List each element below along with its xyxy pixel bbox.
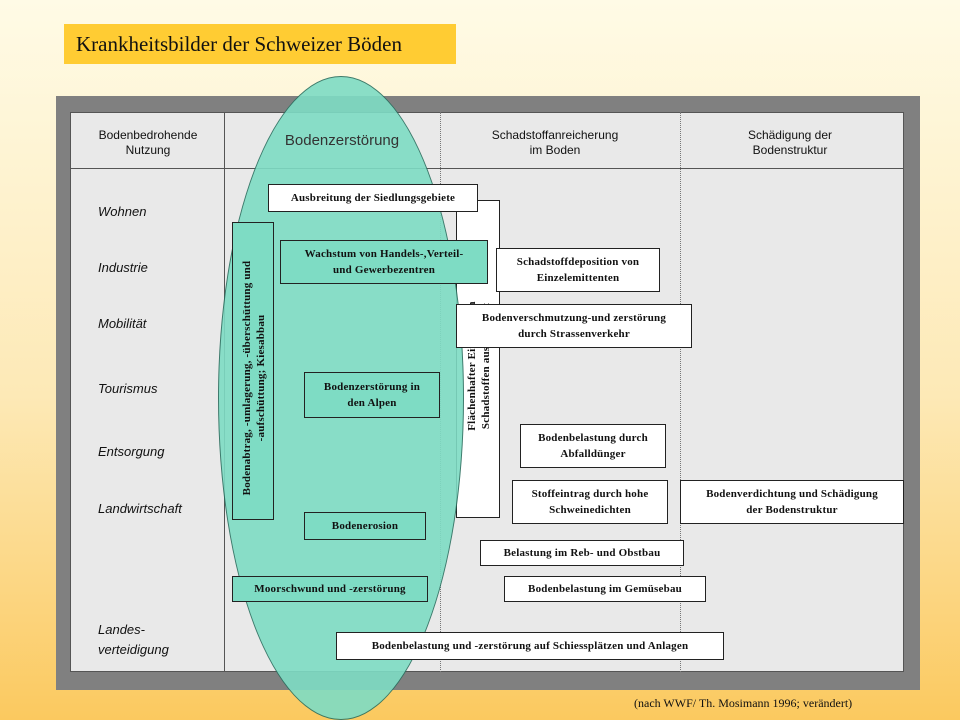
box-abfallduenger: Bodenbelastung durch Abfalldünger bbox=[520, 424, 666, 468]
box-line: Einzelemittenten bbox=[536, 272, 620, 284]
box-line: Bodenbelastung und -zerstörung auf Schie… bbox=[371, 640, 689, 652]
header-line: Bodenbedrohende bbox=[98, 128, 198, 142]
box-line: Bodenzerstörung in bbox=[323, 381, 421, 393]
box-line: Stoffeintrag durch hohe bbox=[531, 488, 649, 500]
header-line: Schadstoffanreicherung bbox=[491, 128, 619, 142]
box-line: Schadstoffdeposition von bbox=[516, 256, 640, 268]
box-line: -aufschüttung; Kiesabbau bbox=[255, 314, 267, 442]
box-moorschwund: Moorschwund und -zerstörung bbox=[232, 576, 428, 602]
box-line: Schweinedichten bbox=[549, 504, 631, 516]
row-label-line: verteidigung bbox=[98, 642, 169, 657]
box-bodenverdichtung: Bodenverdichtung und Schädigung der Bode… bbox=[680, 480, 904, 524]
page-title: Krankheitsbilder der Schweizer Böden bbox=[64, 24, 456, 64]
box-strassenverkehr: Bodenverschmutzung-und zerstörung durch … bbox=[456, 304, 692, 348]
row-label-entsorgung: Entsorgung bbox=[98, 444, 165, 459]
header-divider bbox=[70, 168, 904, 169]
column-divider-3 bbox=[680, 112, 681, 672]
box-handelszentren: Wachstum von Handels-,Verteil- und Gewer… bbox=[280, 240, 488, 284]
box-line: Wachstum von Handels-,Verteil- bbox=[304, 248, 464, 260]
box-line: Bodenbelastung durch bbox=[538, 432, 648, 444]
row-label-landesverteidigung: Landes- verteidigung bbox=[98, 620, 169, 660]
row-label-landwirtschaft: Landwirtschaft bbox=[98, 501, 182, 516]
header-line: Nutzung bbox=[125, 143, 171, 157]
source-credit: (nach WWF/ Th. Mosimann 1996; verändert) bbox=[634, 696, 853, 710]
box-bodenabtrag: Bodenabtrag, -umlagerung, -überschüttung… bbox=[232, 222, 274, 520]
box-line: durch Strassenverkehr bbox=[518, 328, 630, 340]
box-line: Ausbreitung der Siedlungsgebiete bbox=[290, 192, 456, 204]
box-bodenabtrag-text: Bodenabtrag, -umlagerung, -überschüttung… bbox=[240, 233, 268, 523]
box-line: Bodenerosion bbox=[331, 520, 399, 532]
box-line: der Bodenstruktur bbox=[746, 504, 838, 516]
box-bodenerosion: Bodenerosion bbox=[304, 512, 426, 540]
row-label-tourismus: Tourismus bbox=[98, 381, 158, 396]
header-bodenzerstoerung: Bodenzerstörung bbox=[284, 132, 400, 149]
box-rebbau: Belastung im Reb- und Obstbau bbox=[480, 540, 684, 566]
box-line: den Alpen bbox=[347, 397, 397, 409]
box-schadstoffdeposition: Schadstoffdeposition von Einzelemittente… bbox=[496, 248, 660, 292]
row-label-mobilitaet: Mobilität bbox=[98, 316, 147, 331]
box-line: Moorschwund und -zerstörung bbox=[254, 583, 406, 595]
row-label-industrie: Industrie bbox=[98, 260, 148, 275]
box-line: Belastung im Reb- und Obstbau bbox=[503, 547, 661, 559]
header-line: im Boden bbox=[529, 143, 581, 157]
box-alpen: Bodenzerstörung in den Alpen bbox=[304, 372, 440, 418]
box-schiessplaetze: Bodenbelastung und -zerstörung auf Schie… bbox=[336, 632, 724, 660]
box-line: Bodenabtrag, -umlagerung, -überschüttung… bbox=[241, 260, 253, 496]
box-siedlungsgebiete: Ausbreitung der Siedlungsgebiete bbox=[268, 184, 478, 212]
row-label-wohnen: Wohnen bbox=[98, 204, 147, 219]
header-line: Bodenstruktur bbox=[752, 143, 828, 157]
header-bodenstruktur: Schädigung der Bodenstruktur bbox=[710, 128, 870, 158]
box-line: Bodenverschmutzung-und zerstörung bbox=[481, 312, 667, 324]
header-bodenbedrohende-nutzung: Bodenbedrohende Nutzung bbox=[80, 128, 216, 158]
box-line: und Gewerbezentren bbox=[332, 264, 436, 276]
box-line: Bodenbelastung im Gemüsebau bbox=[528, 583, 682, 595]
box-line: Abfalldünger bbox=[560, 448, 626, 460]
box-gemuesebau: Bodenbelastung im Gemüsebau bbox=[504, 576, 706, 602]
row-label-line: Landes- bbox=[98, 622, 145, 637]
header-schadstoffanreicherung: Schadstoffanreicherung im Boden bbox=[480, 128, 630, 158]
box-schweinedichten: Stoffeintrag durch hohe Schweinedichten bbox=[512, 480, 668, 524]
box-line: Bodenverdichtung und Schädigung bbox=[706, 488, 878, 500]
header-line: Schädigung der bbox=[747, 128, 833, 142]
